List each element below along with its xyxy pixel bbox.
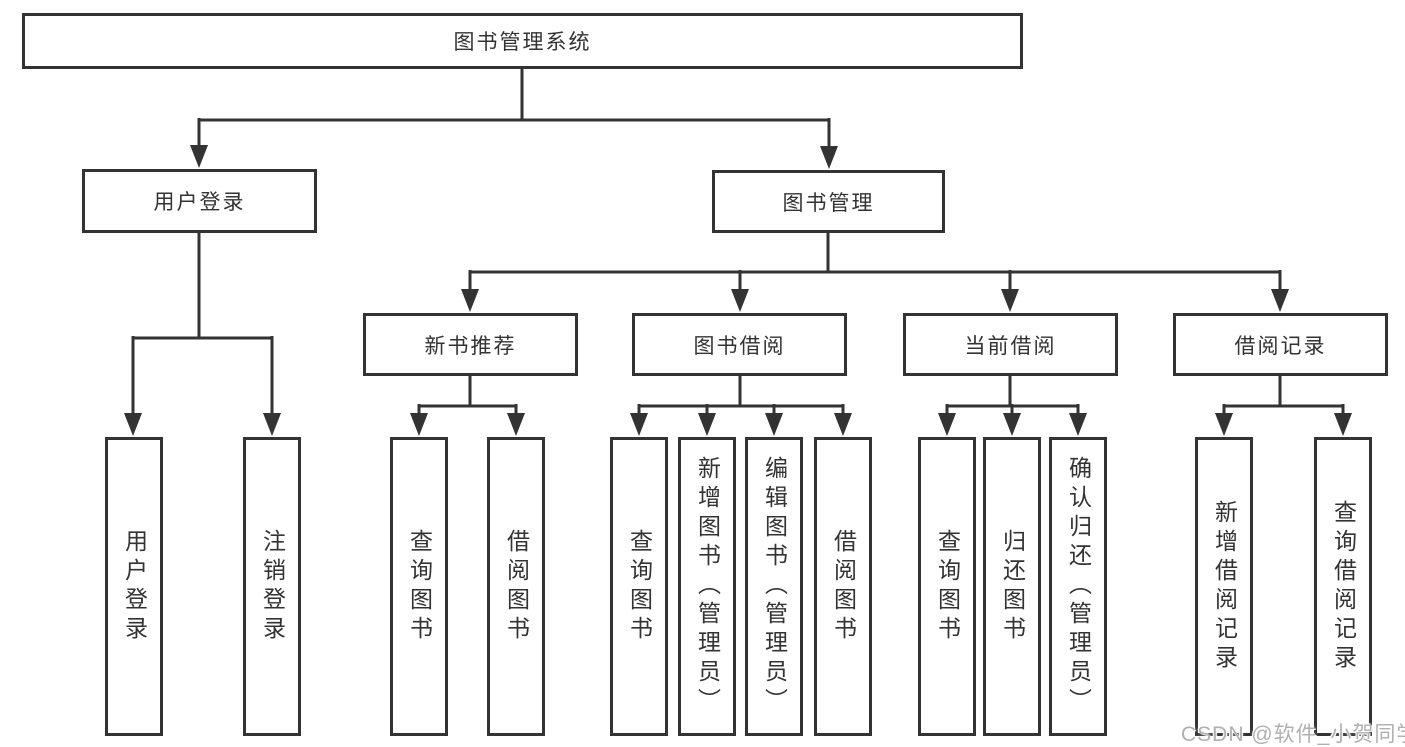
leaf-confirm-return-admin: 确认归还（管理员） — [1049, 437, 1107, 736]
node-label: 当前借阅 — [964, 334, 1057, 358]
leaf-query-borrow-record: 查询借阅记录 — [1314, 437, 1372, 736]
leaf-label: 查询图书 — [934, 528, 961, 645]
leaf-label: 借阅图书 — [503, 528, 530, 645]
node-label: 借阅记录 — [1234, 334, 1327, 358]
leaf-query-books-borrowing: 查询图书 — [610, 437, 668, 736]
leaf-label: 编辑图书（管理员） — [761, 456, 788, 717]
node-book-management: 图书管理 — [712, 170, 945, 233]
leaf-borrow-books-recommend: 借阅图书 — [487, 437, 545, 736]
node-label: 图书管理系统 — [453, 31, 592, 54]
leaf-add-books-admin: 新增图书（管理员） — [678, 437, 736, 736]
leaf-edit-books-admin: 编辑图书（管理员） — [745, 437, 803, 736]
node-book-borrowing: 图书借阅 — [632, 313, 847, 376]
leaf-query-books-current: 查询图书 — [918, 437, 976, 736]
leaf-label: 新增借阅记录 — [1211, 499, 1238, 674]
node-label: 图书管理 — [782, 191, 875, 215]
node-label: 新书推荐 — [424, 334, 517, 358]
leaf-logout: 注销登录 — [243, 437, 301, 736]
leaf-label: 查询借阅记录 — [1330, 499, 1357, 674]
arrowheads — [124, 145, 1352, 436]
node-label: 用户登录 — [153, 191, 246, 214]
node-label: 图书借阅 — [693, 334, 786, 358]
leaf-borrow-books-borrowing: 借阅图书 — [814, 437, 872, 736]
leaf-label: 用户登录 — [121, 528, 148, 645]
leaf-label: 借阅图书 — [830, 528, 857, 645]
node-root: 图书管理系统 — [22, 13, 1023, 69]
leaf-label: 归还图书 — [999, 528, 1026, 645]
leaf-label: 确认归还（管理员） — [1065, 456, 1092, 717]
leaf-label: 新增图书（管理员） — [694, 456, 721, 717]
leaf-label: 查询图书 — [406, 528, 433, 645]
leaf-user-login: 用户登录 — [105, 437, 163, 736]
leaf-add-borrow-record: 新增借阅记录 — [1195, 437, 1253, 736]
leaf-return-books: 归还图书 — [983, 437, 1041, 736]
node-new-book-recommend: 新书推荐 — [363, 313, 578, 376]
watermark: CSDN @软件_小贺同学 — [1181, 723, 1405, 746]
leaf-label: 查询图书 — [626, 528, 653, 645]
node-user-login: 用户登录 — [82, 169, 317, 233]
leaf-label: 注销登录 — [259, 528, 286, 645]
node-current-borrowing: 当前借阅 — [903, 313, 1118, 376]
leaf-query-books-recommend: 查询图书 — [390, 437, 448, 736]
node-borrowing-records: 借阅记录 — [1173, 313, 1388, 376]
